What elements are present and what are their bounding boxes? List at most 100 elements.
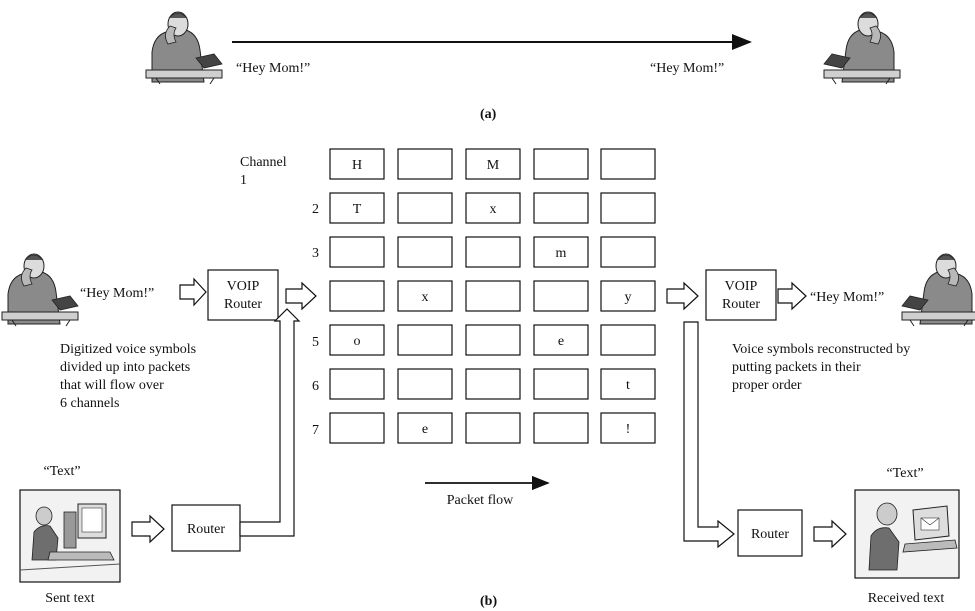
left-note-line3: that will flow over (60, 378, 164, 393)
packet-flow-label: Packet flow (447, 493, 514, 508)
sender-computer-icon (19, 489, 121, 583)
packet-cell (533, 280, 589, 312)
channel-label-7: 7 (312, 423, 319, 438)
packet-cell (465, 280, 521, 312)
packet-symbol: e (558, 334, 564, 349)
router-right-label: Router (751, 527, 789, 542)
received-text-caption: Received text (868, 591, 945, 606)
packet-cell (600, 280, 656, 312)
sent-text-title: “Text” (43, 464, 80, 479)
channel-label-2: 2 (312, 202, 319, 217)
packet-cell (329, 368, 385, 400)
sender-speech-text: “Hey Mom!” (80, 286, 154, 301)
caption-b: (b) (480, 594, 497, 609)
packet-symbol: y (625, 290, 632, 305)
channel-label-3: 3 (312, 246, 319, 261)
right-note-line2: putting packets in their (732, 360, 861, 375)
packet-cell (329, 280, 385, 312)
left-note-line2: divided up into packets (60, 360, 190, 375)
packet-cell (600, 236, 656, 268)
block-arrow-voip-to-grid (285, 281, 317, 311)
channel-label-6: 6 (312, 379, 319, 394)
packet-symbol: H (352, 158, 362, 173)
left-speech-text: “Hey Mom!” (236, 61, 310, 76)
packet-cell (397, 368, 453, 400)
packet-cell (533, 324, 589, 356)
packet-symbol: x (490, 202, 497, 217)
packet-symbol: M (487, 158, 500, 173)
voip-router-left-line2: Router (224, 297, 262, 312)
right-speech-text: “Hey Mom!” (650, 61, 724, 76)
packet-cell (600, 148, 656, 180)
packet-symbol: o (354, 334, 361, 349)
sender-voice-person-icon (1, 253, 79, 327)
packet-cell (533, 192, 589, 224)
packet-cell (465, 368, 521, 400)
packet-cell (329, 324, 385, 356)
part-a: “Hey Mom!” “Hey Mom!” (a) (145, 11, 901, 122)
router-left-label: Router (187, 522, 225, 537)
packet-cell (465, 148, 521, 180)
packet-symbol: m (556, 246, 567, 261)
packet-cell (397, 280, 453, 312)
packet-cell (533, 148, 589, 180)
block-arrow-to-router-left (131, 514, 165, 544)
pipe-channel-to-router-right (683, 321, 735, 549)
packet-cell (533, 412, 589, 444)
left-note-line1: Digitized voice symbols (60, 342, 196, 357)
voip-router-left-line1: VOIP (227, 279, 260, 294)
block-arrow-to-voip-left (179, 277, 207, 307)
packet-symbol: T (353, 202, 362, 217)
right-note-line1: Voice symbols reconstructed by (732, 342, 910, 357)
packet-cell (533, 368, 589, 400)
packet-cell (600, 192, 656, 224)
received-text-title: “Text” (886, 466, 923, 481)
voip-router-right-line1: VOIP (725, 279, 758, 294)
receiver-computer-icon (854, 489, 960, 579)
block-arrow-grid-to-voip (666, 281, 699, 311)
packet-cell (600, 412, 656, 444)
packet-cell (329, 192, 385, 224)
packet-cell (600, 324, 656, 356)
left-caller-icon (145, 11, 223, 85)
packet-symbol: e (422, 422, 428, 437)
packet-cell (397, 412, 453, 444)
voip-router-right (705, 269, 777, 321)
pipe-router-to-channel-4 (239, 308, 301, 537)
packet-cell (397, 236, 453, 268)
packet-cell (600, 368, 656, 400)
packet-cell (465, 236, 521, 268)
packet-cell (397, 324, 453, 356)
packet-cell (329, 412, 385, 444)
packet-cell (533, 236, 589, 268)
receiver-speech-text: “Hey Mom!” (810, 290, 884, 305)
channel-header: Channel (240, 155, 287, 170)
right-note-line3: proper order (732, 378, 802, 393)
packet-cell (465, 192, 521, 224)
receiver-voice-person-icon (901, 253, 975, 327)
packet-symbol: ! (626, 422, 631, 437)
block-arrow-to-receiver-computer (813, 519, 847, 549)
packet-cell (465, 324, 521, 356)
router-right (737, 509, 803, 557)
packet-cell (397, 192, 453, 224)
packet-cell (465, 412, 521, 444)
packet-cell (329, 148, 385, 180)
voip-router-left (207, 269, 279, 321)
caption-a: (a) (480, 107, 497, 122)
channel-label-5: 5 (312, 335, 319, 350)
right-caller-icon (823, 11, 901, 85)
packet-cell (329, 236, 385, 268)
router-left (171, 504, 241, 552)
channel-label-1: 1 (240, 173, 247, 188)
block-arrow-voip-to-receiver (777, 281, 807, 311)
packet-cell (397, 148, 453, 180)
voip-router-right-line2: Router (722, 297, 760, 312)
packet-symbol: t (626, 378, 630, 393)
left-note-line4: 6 channels (60, 396, 119, 411)
packet-symbol: x (422, 290, 429, 305)
sent-text-caption: Sent text (45, 591, 94, 606)
